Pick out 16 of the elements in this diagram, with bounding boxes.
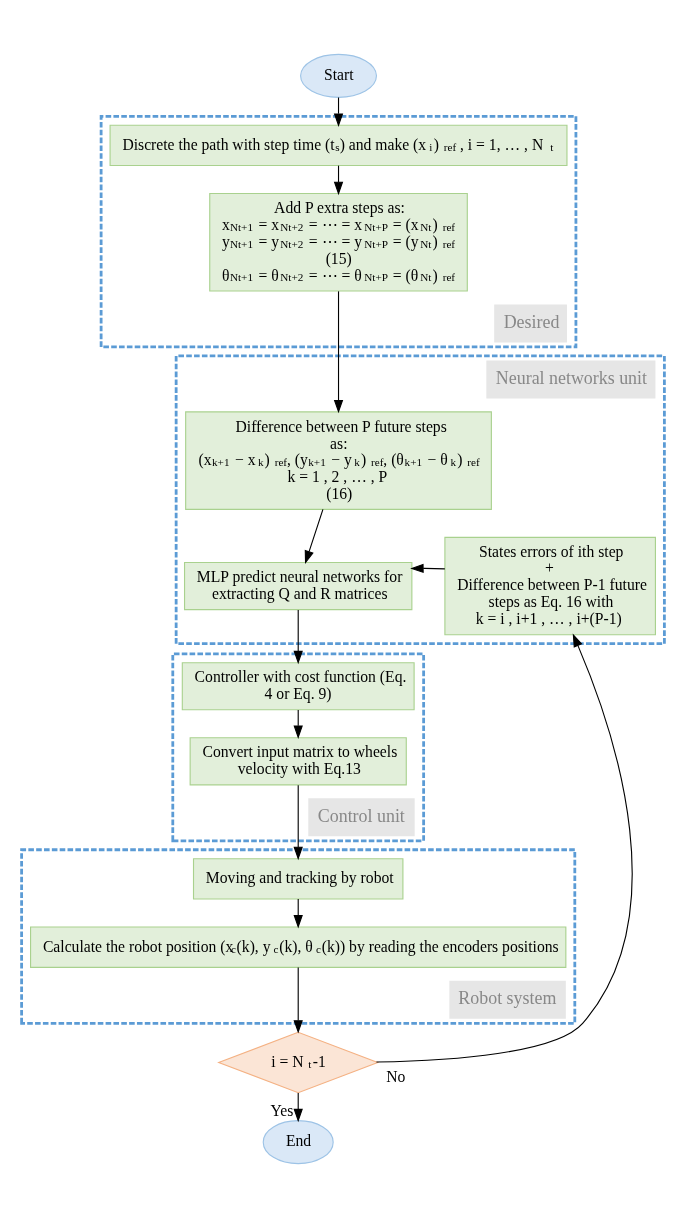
- node-box: Convert input matrix to wheels velocity with Eq.13: [189, 737, 407, 786]
- node-box: States errors of ith step + Difference between P-1 future steps as Eq. 16 with k = i , i+1 , … , i+(P-1): [444, 536, 656, 636]
- arrow: [293, 784, 303, 861]
- arrow: [333, 290, 344, 414]
- node-ellipse: End: [262, 1120, 334, 1165]
- arrow: [304, 508, 324, 565]
- node-ellipse: Start: [300, 53, 377, 98]
- arrow: [293, 609, 303, 665]
- arrow: [375, 633, 633, 1063]
- arrow: [410, 563, 446, 574]
- node-box: Controller with cost function (Eq. 4 or Eq. 9): [181, 662, 415, 711]
- edge-label: No: [386, 1067, 406, 1085]
- edge-label: Yes: [270, 1101, 294, 1119]
- node-box: Moving and tracking by robot: [192, 858, 404, 900]
- node-box: MLP predict neural networks for extracting Q and R matrices: [184, 561, 413, 611]
- arrow: [293, 966, 303, 1034]
